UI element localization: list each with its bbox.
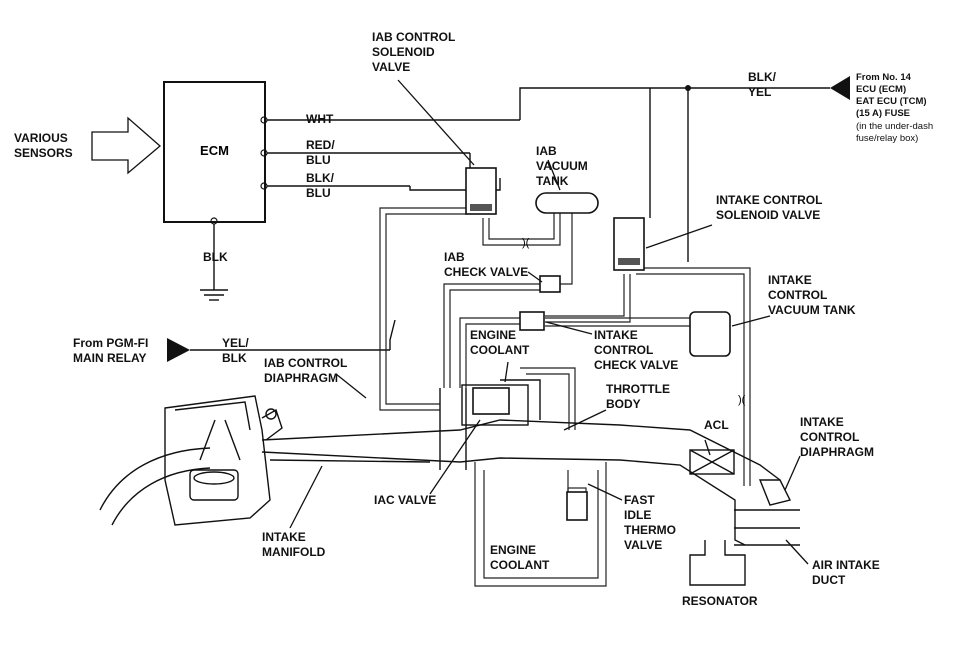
iac-valve-body [472,387,510,415]
throttle-body-label: THROTTLE BODY [606,382,670,411]
hose-restrictor-mark: )( [522,237,530,249]
iab-vacuum-tank-label: IAB VACUUM TANK [536,144,588,188]
wire-yel-blk-label: YEL/ BLK [222,336,249,365]
various-sensors-label: VARIOUS SENSORS [14,131,73,160]
ecm-wiring [190,87,830,351]
fuse-source-lines: ECU (ECM) EAT ECU (TCM) (15 A) FUSE [856,84,927,119]
intake-manifold-label: INTAKE MANIFOLD [262,530,326,559]
wire-blk-label: BLK [203,250,228,264]
intake-control-diaphragm-label: INTAKE CONTROL DIAPHRAGM [800,415,874,459]
wire-blk-yel-label: BLK/ YEL [748,70,776,99]
intake-control-vacuum-tank-label: INTAKE CONTROL VACUUM TANK [768,273,856,317]
iab-check-valve [539,275,561,293]
wire-wht-label: WHT [306,112,334,126]
iab-solenoid-connector [470,204,492,211]
acl-label: ACL [704,418,729,432]
hose-restrictor-mark: )( [738,394,746,406]
resonator-label: RESONATOR [682,594,758,608]
air-intake-duct-label: AIR INTAKE DUCT [812,558,880,587]
engine-block [99,395,283,526]
engine-coolant-top-label: ENGINE COOLANT [470,328,530,357]
iac-valve-label: IAC VALVE [374,493,437,507]
wire-blk-blu-label: BLK/ BLU [306,171,334,200]
leader-lines [289,79,809,565]
intake-control-solenoid-valve-label: INTAKE CONTROL SOLENOID VALVE [716,193,823,222]
intake-control-vacuum-tank [689,311,731,357]
fuse-source-note: (in the under-dash fuse/relay box) [856,121,934,144]
fast-idle-thermo-valve-label: FAST IDLE THERMO VALVE [624,493,676,552]
intake-control-check-valve-label: INTAKE CONTROL CHECK VALVE [594,328,679,372]
fast-idle-thermo-valve-body [566,491,588,521]
fuse-source-title: From No. 14 [856,72,911,83]
intake-solenoid-connector [618,258,640,265]
ecm-box: ECM [163,81,266,223]
engine-coolant-bottom-label: ENGINE COOLANT [490,543,550,572]
iab-control-solenoid-valve-label: IAB CONTROL SOLENOID VALVE [372,30,456,74]
main-relay-arrow [167,338,190,362]
iab-control-diaphragm-label: IAB CONTROL DIAPHRAGM [264,356,348,385]
iab-check-valve-label: IAB CHECK VALVE [444,250,529,279]
intake-control-check-valve [519,311,545,331]
iab-vacuum-tank [535,192,599,214]
sensors-input-arrow [91,116,161,175]
pgm-fi-relay-label: From PGM-FI MAIN RELAY [73,336,149,365]
blk-yel-junction [685,85,691,91]
wire-red-blu-label: RED/ BLU [306,138,335,167]
intake-tract [261,379,800,586]
vacuum-hoses [379,207,751,486]
ecm-label: ECM [200,143,229,158]
fuse-feed-arrow [830,76,850,100]
